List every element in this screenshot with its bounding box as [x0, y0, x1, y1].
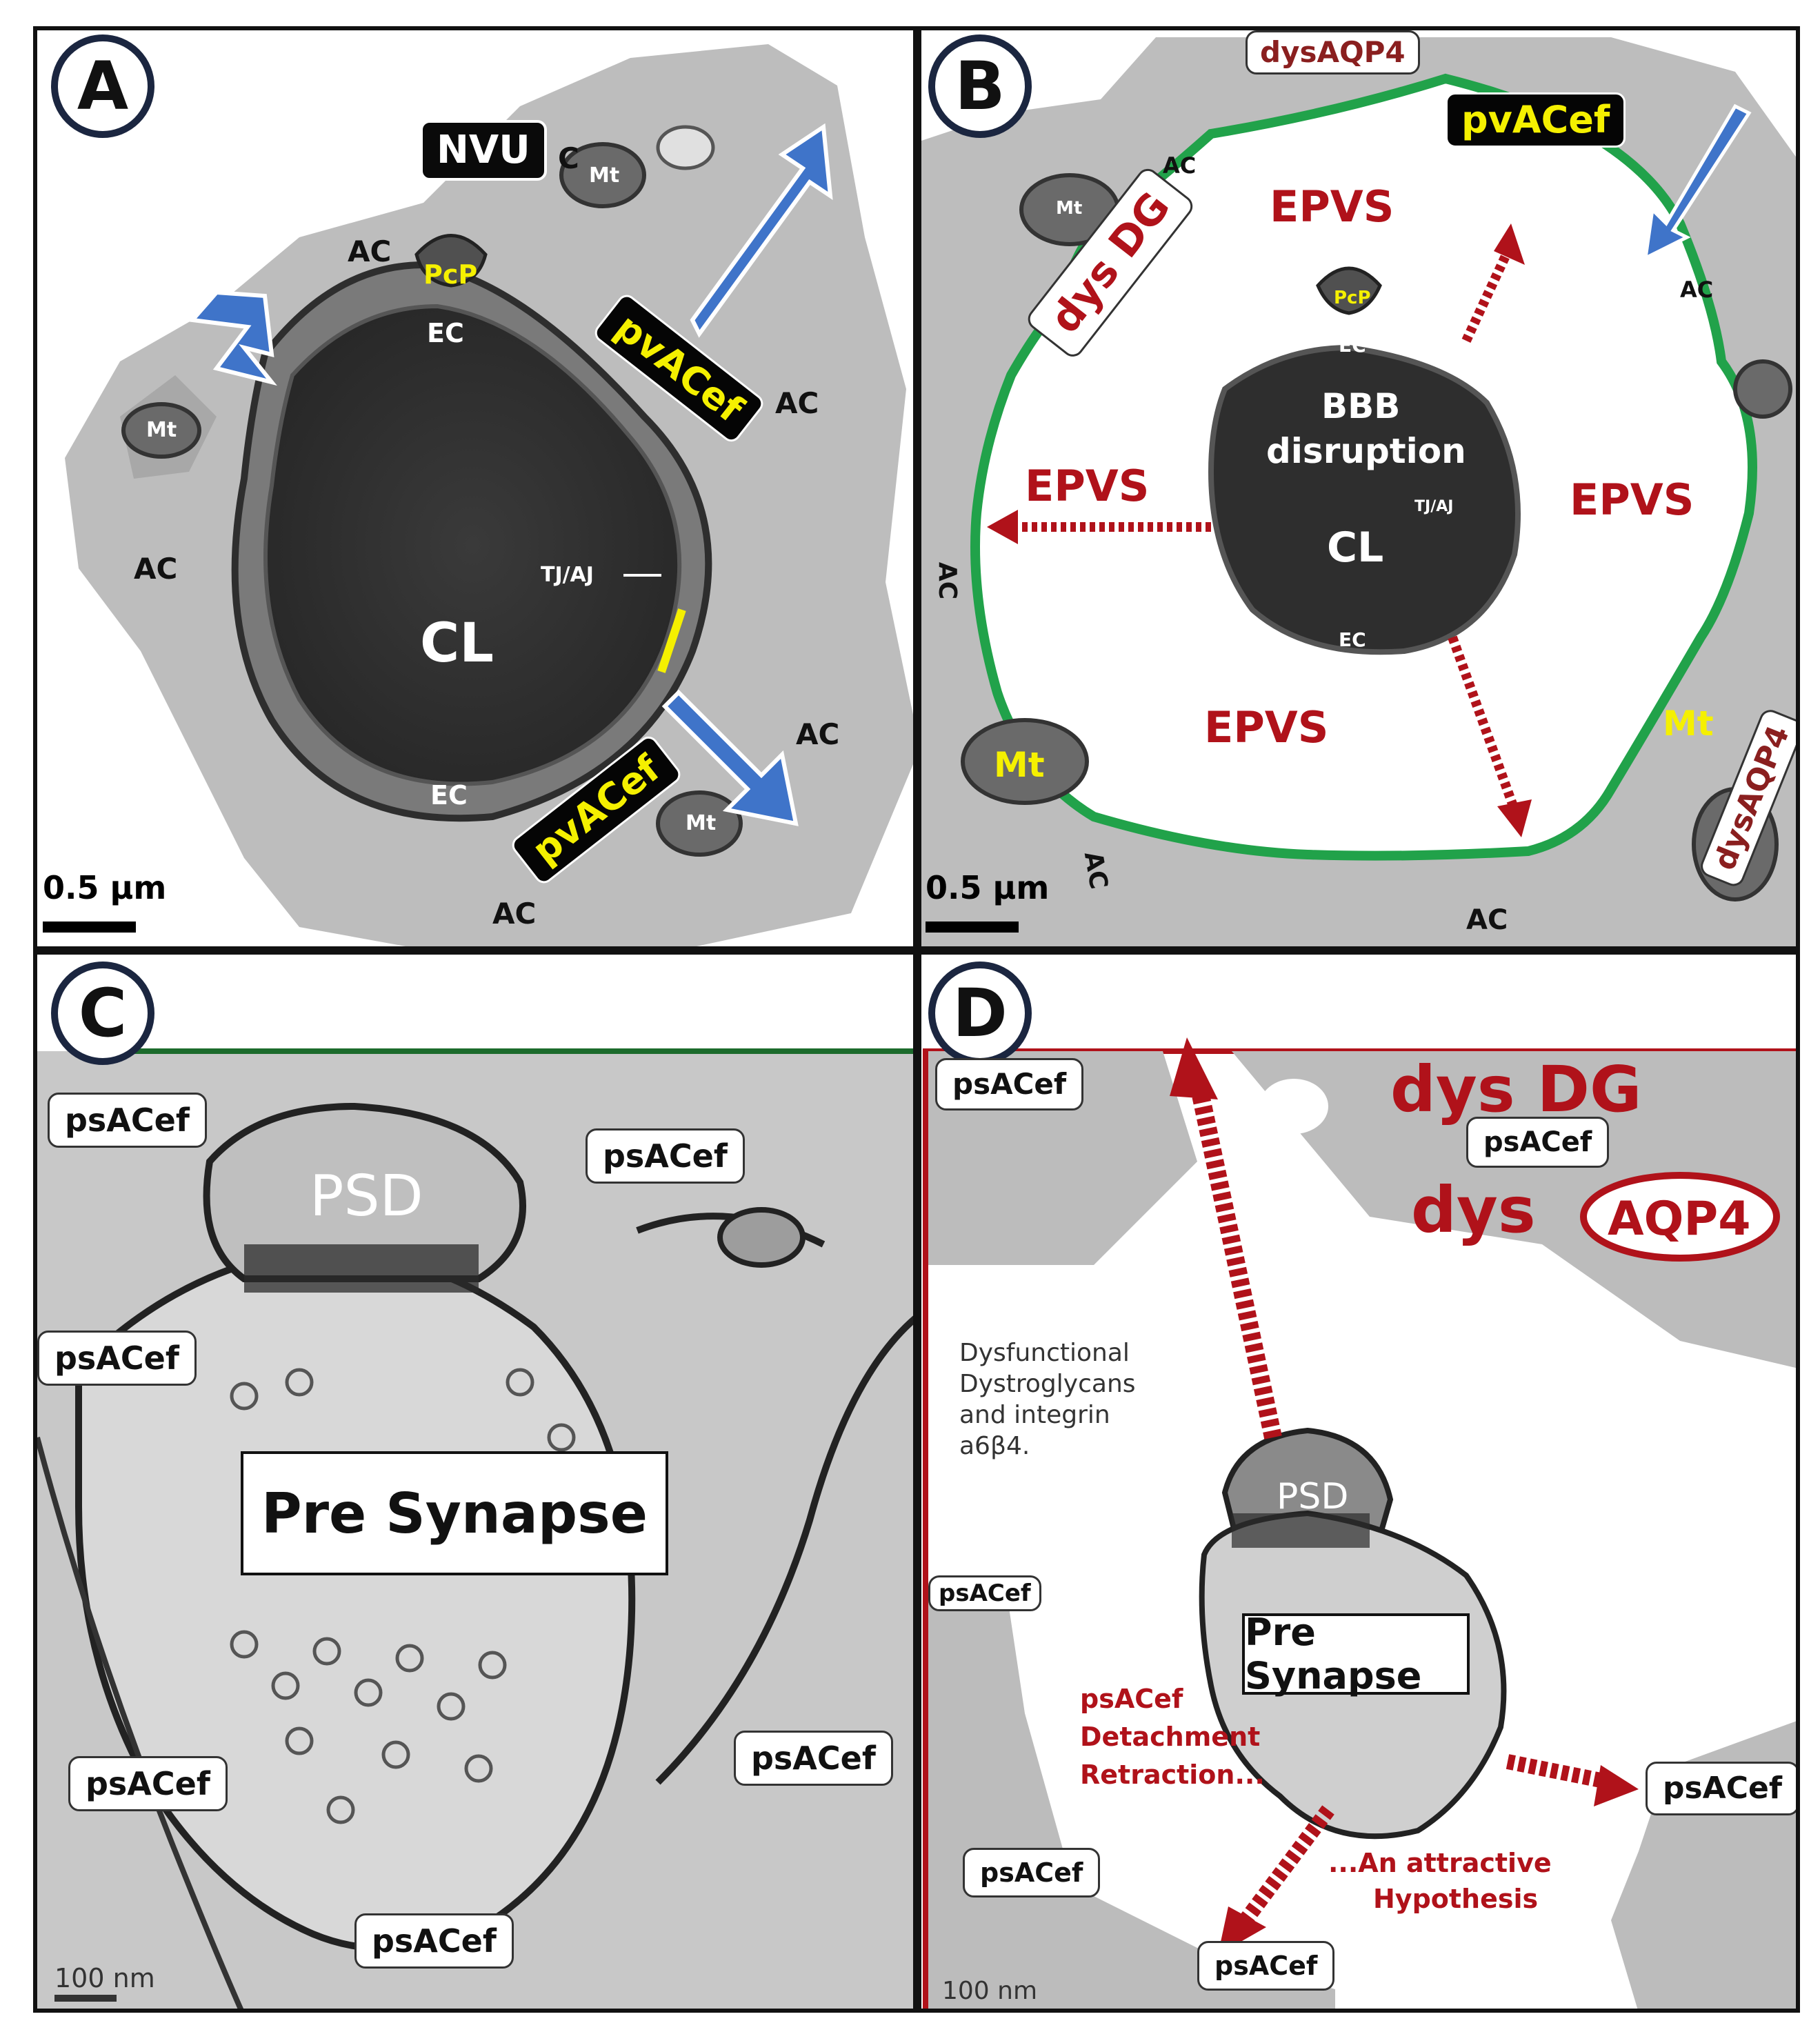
- ac-label: AC: [1163, 152, 1197, 179]
- bbb-label: BBB: [1321, 386, 1401, 426]
- psacef-label: psACef: [68, 1756, 228, 1811]
- note-line: Dystroglycans: [959, 1370, 1136, 1398]
- dysaqp4-top-label: dysAQP4: [1246, 30, 1420, 74]
- panel-a-micrograph: [37, 30, 913, 946]
- dys-dg-label: dys DG: [1390, 1053, 1642, 1126]
- mt-label: Mt: [1056, 198, 1083, 219]
- mt-label: Mt: [686, 811, 717, 835]
- ec-bottom-label: EC: [1339, 628, 1366, 651]
- tjaj-label: TJ/AJ: [1414, 498, 1454, 515]
- detach-line: Retraction...: [1080, 1760, 1265, 1790]
- tjaj-label: TJ/AJ: [541, 563, 594, 587]
- detach-line: Detachment: [1080, 1722, 1261, 1752]
- psacef-label: psACef: [935, 1058, 1084, 1110]
- psacef-label: psACef: [586, 1128, 745, 1184]
- note-line: Dysfunctional: [959, 1339, 1130, 1367]
- psacef-label: psACef: [37, 1331, 197, 1386]
- ac-label: AC: [796, 717, 840, 751]
- psd-label: PSD: [1277, 1476, 1349, 1517]
- panel-d: D dys DG dys AQP4 PSD Pre Synapse Dysfun…: [917, 950, 1800, 2013]
- psd-label: PSD: [310, 1164, 423, 1229]
- ac-label: AC: [1680, 277, 1714, 303]
- panel-a: A NVU PcP EC CL TJ/AJ EC pvACef pvACef A…: [33, 26, 917, 950]
- psacef-label: psACef: [1646, 1762, 1796, 1815]
- nvu-label: NVU: [420, 120, 547, 181]
- panel-c: C PSD Pre Synapse psACef psACef psACef p…: [33, 950, 917, 2013]
- ac-label: AC: [1466, 904, 1508, 936]
- detach-line: psACef: [1080, 1684, 1183, 1714]
- blue-arrow: [661, 689, 799, 826]
- tjaj-marker: [657, 608, 686, 673]
- psacef-label: psACef: [734, 1731, 893, 1786]
- pre-synapse-label: Pre Synapse: [1242, 1611, 1470, 1697]
- ec-top-label: EC: [1339, 334, 1366, 357]
- mt-label: Mt: [1663, 704, 1714, 744]
- epvs-label: EPVS: [1570, 475, 1694, 525]
- mt-label: Mt: [589, 163, 620, 188]
- psacef-label: psACef: [928, 1575, 1041, 1611]
- ac-label: AC: [492, 897, 537, 930]
- hypothesis-line: ...An attractive: [1328, 1848, 1552, 1878]
- scale-bar: [926, 922, 1019, 933]
- mitochondrion: [656, 790, 743, 857]
- panel-a-letter: A: [51, 34, 154, 138]
- scale-label: 100 nm: [54, 1963, 155, 1993]
- blue-arrow: [188, 290, 277, 386]
- pcp-label: PcP: [423, 259, 478, 290]
- blue-arrow: [1643, 103, 1752, 261]
- dys-label: dys: [1411, 1173, 1536, 1247]
- ac-label: AC: [1078, 849, 1113, 892]
- ac-label: AC: [775, 386, 819, 420]
- pcp-label: PcP: [1334, 288, 1371, 308]
- epvs-label: EPVS: [1204, 702, 1329, 753]
- psacef-label: psACef: [354, 1913, 514, 1969]
- epvs-label: EPVS: [1025, 461, 1150, 511]
- scale-label: 100 nm: [942, 1977, 1038, 2005]
- epvs-label: EPVS: [1270, 181, 1394, 232]
- panel-b-letter: B: [928, 34, 1032, 138]
- panel-b: B dysAQP4 pvACef dys DG EPVS EPVS EPVS E…: [917, 26, 1800, 950]
- psacef-label: psACef: [1197, 1941, 1335, 1991]
- psacef-label: psACef: [48, 1093, 207, 1148]
- ac-label: AC: [348, 235, 392, 268]
- mitochondrion: [121, 402, 201, 459]
- panel-c-letter: C: [51, 962, 154, 1065]
- ac-label: C: [558, 141, 579, 175]
- mt-label: Mt: [146, 418, 177, 442]
- cl-label: CL: [1327, 524, 1384, 572]
- psacef-label: psACef: [1466, 1117, 1610, 1168]
- hypothesis-line: Hypothesis: [1373, 1884, 1539, 1914]
- scale-bar: [54, 1995, 117, 2002]
- ac-label: AC: [933, 561, 962, 600]
- scale-label: 0.5 µm: [926, 869, 1050, 906]
- ec-bottom-label: EC: [430, 780, 468, 810]
- aqp4-ellipse: [1580, 1172, 1780, 1262]
- scale-label: 0.5 µm: [43, 869, 167, 906]
- disruption-label: disruption: [1266, 431, 1466, 471]
- note-line: a6β4.: [959, 1432, 1030, 1460]
- ec-top-label: EC: [427, 318, 464, 348]
- blue-arrow: [690, 123, 833, 338]
- aqp4-label: AQP4: [1608, 1192, 1751, 1246]
- note-line: and integrin: [959, 1401, 1110, 1429]
- mitochondrion: [559, 142, 646, 208]
- cl-label: CL: [420, 612, 494, 675]
- psacef-label: psACef: [963, 1848, 1101, 1897]
- scale-bar: [43, 922, 136, 933]
- pvacef-label: pvACef: [1446, 92, 1626, 148]
- panel-d-letter: D: [928, 962, 1032, 1065]
- ac-label: AC: [134, 552, 178, 586]
- pre-synapse-label: Pre Synapse: [241, 1451, 668, 1575]
- mt-label: Mt: [994, 745, 1045, 785]
